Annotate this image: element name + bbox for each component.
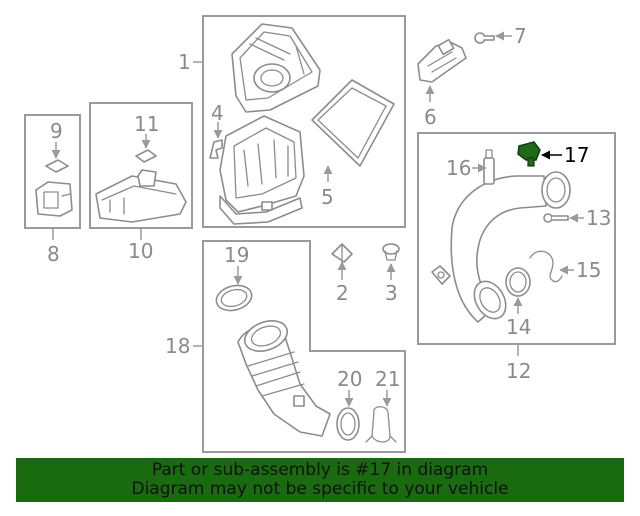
callout-3: 3: [385, 281, 398, 305]
callout-20: 20: [337, 367, 362, 391]
callout-18: 18: [165, 334, 190, 358]
callout-17: 17: [564, 143, 589, 167]
part-12-air-duct: [431, 171, 571, 323]
part-6-mass-airflow-sensor: [417, 38, 467, 83]
part-10-resonator: [95, 169, 187, 223]
part-18-duct-assembly: [237, 320, 331, 437]
callout-4: 4: [211, 101, 224, 125]
air-duct-panel-18: [202, 240, 406, 453]
part-11-clip: [135, 149, 157, 163]
banner-line-2: Diagram may not be specific to your vehi…: [131, 479, 509, 499]
part-9-clip: [45, 159, 69, 173]
part-20-seal: [336, 407, 360, 441]
callout-6: 6: [424, 105, 437, 129]
part-7-screw: [474, 32, 495, 44]
part-5-filter-element: [311, 79, 395, 167]
part-4-clip: [209, 139, 223, 159]
part-3-grommet: [382, 243, 400, 261]
callout-11: 11: [134, 112, 159, 136]
part-15-hose-clamp: [529, 250, 563, 283]
part-21-clamp: [365, 406, 397, 443]
part-17-highlighted-connector: [517, 141, 541, 167]
banner-line-1: Part or sub-assembly is #17 in diagram: [151, 460, 489, 480]
callout-14: 14: [506, 315, 531, 339]
callout-13: 13: [586, 206, 611, 230]
part-13-bolt: [543, 213, 569, 223]
callout-5: 5: [321, 185, 334, 209]
callout-16: 16: [446, 156, 471, 180]
callout-8: 8: [47, 242, 60, 266]
part-19-clamp: [215, 284, 253, 312]
callout-9: 9: [50, 119, 63, 143]
callout-12: 12: [506, 359, 531, 383]
callout-2: 2: [336, 281, 349, 305]
callout-21: 21: [375, 367, 400, 391]
diagram-notice-banner: Part or sub-assembly is #17 in diagram D…: [16, 458, 624, 502]
callout-1: 1: [178, 50, 191, 74]
part-2-bracket: [331, 243, 353, 263]
callout-19: 19: [224, 243, 249, 267]
part-8-bracket: [35, 181, 73, 217]
air-cleaner-lower-housing: [219, 115, 305, 225]
callout-15: 15: [576, 258, 601, 282]
callout-7: 7: [514, 24, 527, 48]
air-cleaner-upper-housing: [231, 23, 321, 113]
callout-10: 10: [128, 239, 153, 263]
